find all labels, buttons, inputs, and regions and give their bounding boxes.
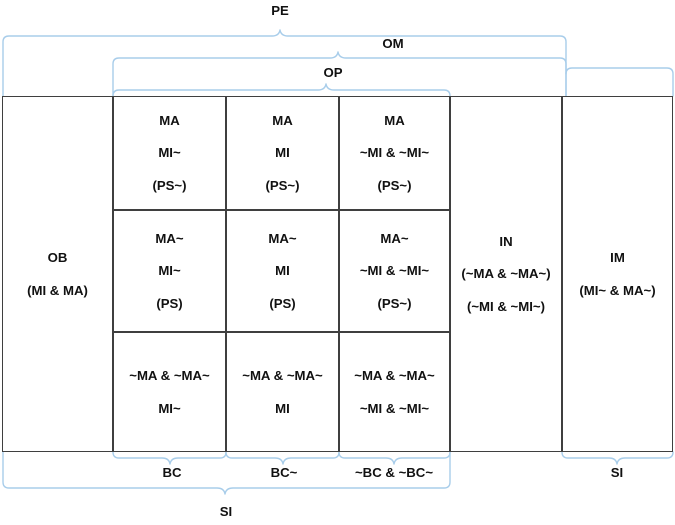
cell-r2c1-line-2: (PS) [156, 295, 183, 311]
bracket-bc-neither [338, 451, 451, 465]
label-pe: PE [271, 3, 289, 18]
cell-r2c1-line-1: MI~ [158, 263, 181, 279]
cell-r2c1-line-0: MA~ [155, 231, 184, 247]
cell-r3c3-line-0: ~MA & ~MA~ [354, 368, 435, 384]
cell-r3c2[interactable]: ~MA & ~MA~ MI [226, 332, 339, 452]
label-om: OM [382, 36, 404, 51]
matrix-grid: OB (MI & MA) MA MI~ (PS~) MA MI (PS~) MA… [2, 96, 673, 452]
cell-r2c2-line-0: MA~ [268, 231, 297, 247]
cell-r3c2-line-0: ~MA & ~MA~ [242, 368, 323, 384]
cell-r2c3-line-0: MA~ [380, 231, 409, 247]
cell-r3c3-line-1: ~MI & ~MI~ [359, 400, 430, 416]
cell-ob-line-0: OB [47, 250, 68, 266]
cell-im[interactable]: IM (MI~ & MA~) [562, 96, 673, 452]
cell-r1c2[interactable]: MA MI (PS~) [226, 96, 339, 210]
cell-r3c2-line-1: MI [275, 400, 290, 416]
bracket-bc-tilde [225, 451, 340, 465]
label-bc: BC [162, 465, 182, 480]
bracket-bc [112, 451, 227, 465]
cell-im-line-0: IM [610, 250, 625, 266]
label-bc-neither: ~BC & ~BC~ [354, 465, 434, 480]
cell-r2c3-line-1: ~MI & ~MI~ [359, 263, 430, 279]
cell-r2c2-line-1: MI [275, 263, 290, 279]
cell-r1c3-line-1: ~MI & ~MI~ [359, 145, 430, 161]
cell-r3c1[interactable]: ~MA & ~MA~ MI~ [113, 332, 226, 452]
cell-r3c1-line-1: MI~ [158, 400, 181, 416]
bracket-si-right [561, 451, 674, 465]
cell-r2c3-line-2: (PS~) [377, 295, 412, 311]
cell-ob-line-1: (MI & MA) [27, 282, 88, 298]
cell-r1c2-line-0: MA [272, 113, 293, 129]
cell-r1c3[interactable]: MA ~MI & ~MI~ (PS~) [339, 96, 450, 210]
cell-r1c1-line-1: MI~ [158, 145, 181, 161]
cell-in-line-0: IN [499, 234, 513, 250]
cell-r2c2-line-2: (PS) [269, 295, 296, 311]
cell-in-line-1: (~MA & ~MA~) [461, 266, 551, 282]
cell-ob[interactable]: OB (MI & MA) [2, 96, 113, 452]
label-si-left: SI [219, 504, 233, 519]
label-si-right: SI [610, 465, 624, 480]
cell-r1c2-line-1: MI [275, 145, 290, 161]
label-op: OP [323, 65, 343, 80]
cell-in-line-2: (~MI & ~MI~) [466, 298, 546, 314]
cell-in[interactable]: IN (~MA & ~MA~) (~MI & ~MI~) [450, 96, 562, 452]
cell-r2c2[interactable]: MA~ MI (PS) [226, 210, 339, 332]
bracket-pe [2, 29, 567, 97]
cell-r1c1-line-0: MA [159, 113, 180, 129]
cell-r1c1[interactable]: MA MI~ (PS~) [113, 96, 226, 210]
cell-r1c2-line-2: (PS~) [265, 177, 300, 193]
cell-r2c1[interactable]: MA~ MI~ (PS) [113, 210, 226, 332]
cell-r3c1-line-0: ~MA & ~MA~ [129, 368, 210, 384]
cell-r1c3-line-2: (PS~) [377, 177, 412, 193]
bracket-op [112, 83, 451, 97]
label-bc-tilde: BC~ [270, 465, 298, 480]
cell-r1c1-line-2: (PS~) [152, 177, 187, 193]
cell-r1c3-line-0: MA [384, 113, 405, 129]
cell-r2c3[interactable]: MA~ ~MI & ~MI~ (PS~) [339, 210, 450, 332]
bracket-om-right-extension [565, 67, 674, 97]
cell-im-line-1: (MI~ & MA~) [579, 282, 656, 298]
cell-r3c3[interactable]: ~MA & ~MA~ ~MI & ~MI~ [339, 332, 450, 452]
